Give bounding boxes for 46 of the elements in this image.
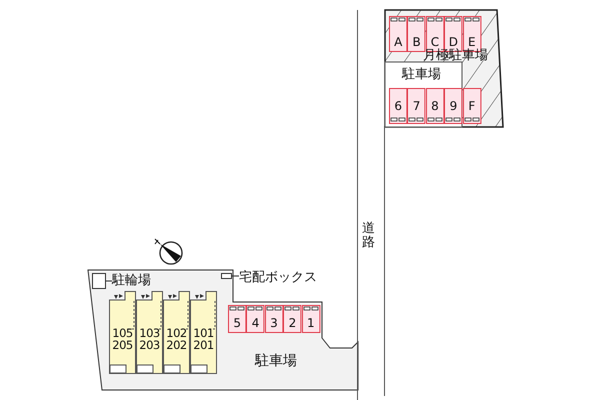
parking-space	[462, 88, 481, 124]
apartment-unit	[136, 291, 163, 374]
space-number: 1	[306, 317, 316, 330]
space-number: C	[430, 36, 440, 49]
site-area	[88, 268, 360, 392]
space-number: F	[467, 100, 476, 113]
delivery-box	[221, 273, 232, 279]
parking-space	[444, 88, 463, 124]
area-label: 駐車場	[255, 354, 297, 369]
bicycle-parking-box	[92, 273, 106, 289]
unit-number: 101 201	[192, 327, 215, 352]
unit-number: 105 205	[111, 327, 134, 352]
parking-lot-area	[383, 8, 505, 129]
space-number: B	[411, 36, 422, 49]
space-number: 8	[430, 100, 440, 113]
space-number: 9	[448, 100, 458, 113]
parking-space	[264, 305, 284, 333]
area-label: 月極駐車場	[423, 49, 488, 63]
leader-label: 宅配ボックス	[239, 270, 319, 286]
parking-space	[283, 305, 302, 333]
parking-space	[389, 88, 408, 124]
space-number: 6	[393, 100, 404, 113]
space-number: 2	[288, 317, 298, 330]
unit-number: 102 202	[165, 327, 188, 352]
space-number: 5	[232, 317, 242, 330]
parking-space	[407, 88, 426, 124]
parking-space	[228, 305, 246, 333]
apartment-unit	[109, 291, 136, 374]
apartment-unit	[163, 291, 190, 374]
parking-space	[426, 88, 444, 124]
road-label: 道路	[362, 222, 375, 251]
unit-number: 103 203	[138, 327, 161, 352]
space-number: 3	[269, 317, 279, 330]
area-label: 駐車場	[402, 68, 441, 82]
parking-space	[246, 305, 265, 333]
space-number: E	[468, 36, 476, 49]
parking-space	[302, 305, 320, 333]
road	[357, 8, 385, 400]
space-number: A	[393, 36, 404, 49]
apartment-unit	[190, 291, 217, 374]
leader-label: 駐輪場	[112, 273, 154, 289]
parking-space	[389, 16, 408, 52]
space-number: 4	[250, 317, 260, 330]
leader-line	[106, 280, 112, 282]
space-number: D	[448, 36, 458, 49]
space-number: 7	[412, 100, 422, 113]
